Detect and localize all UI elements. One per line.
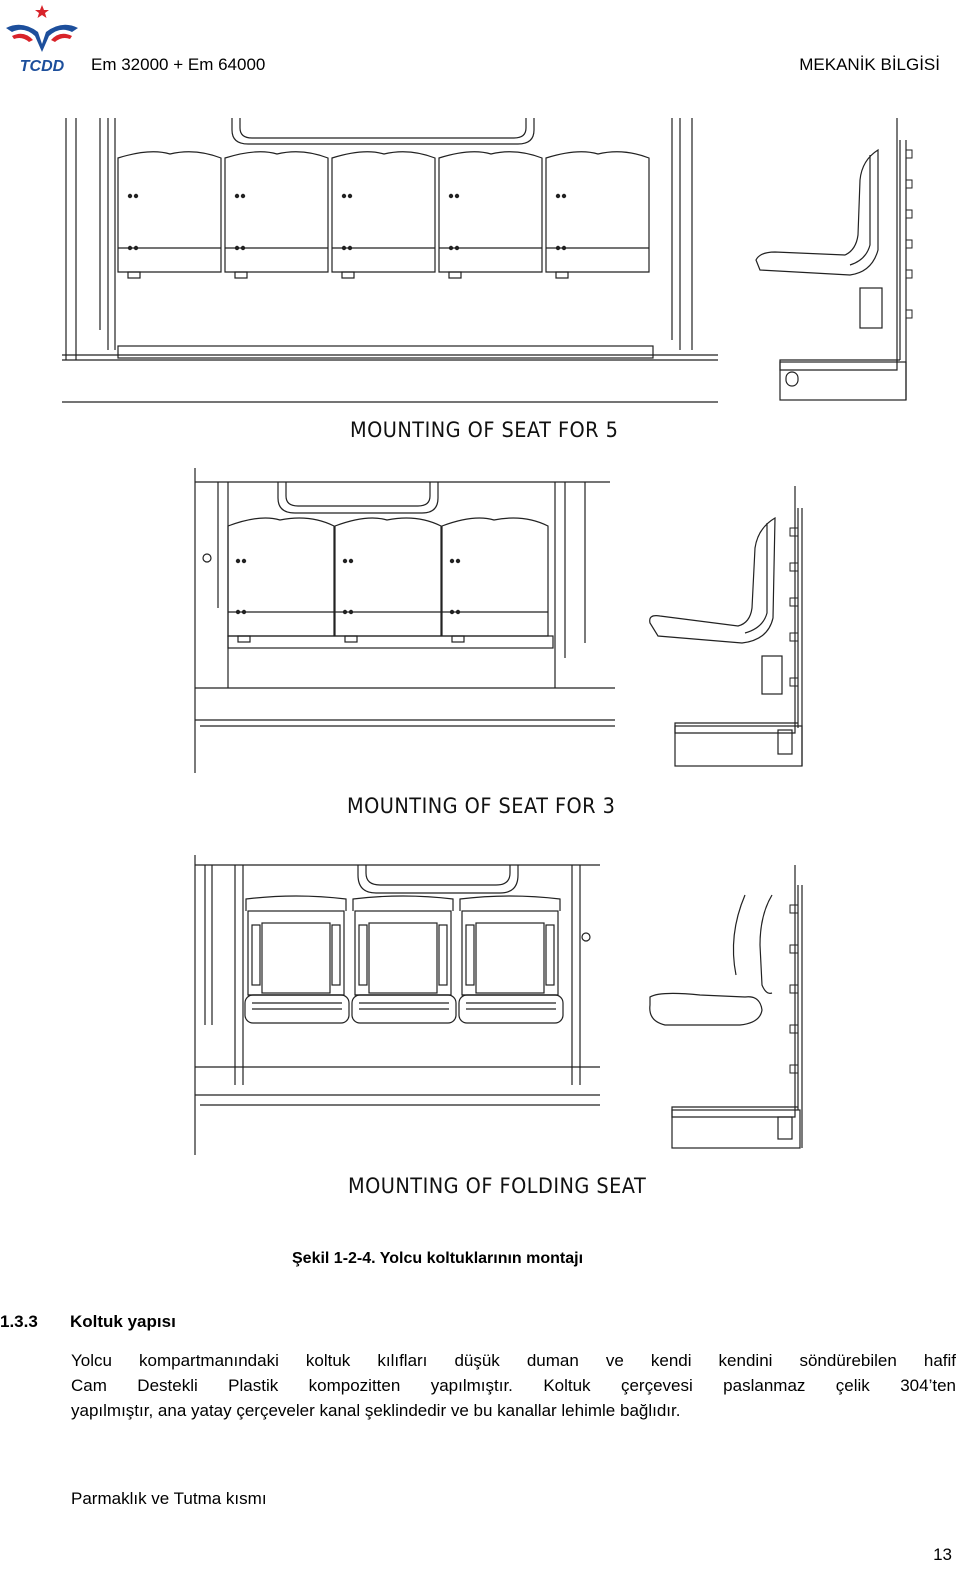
paragraph-line: Yolcu kompartmanındaki koltuk kılıfları … <box>71 1351 956 1370</box>
section-heading: 1.3.3 Koltuk yapısı <box>0 1312 176 1332</box>
drawing-seat-for-5 <box>62 118 913 403</box>
drawing-seat-for-3 <box>194 468 803 773</box>
section-paragraph: Yolcu kompartmanındaki koltuk kılıfları … <box>71 1348 956 1423</box>
page-number: 13 <box>933 1545 952 1564</box>
section-number: 1.3.3 <box>0 1312 38 1331</box>
tcdd-logo: TCDD <box>6 5 78 74</box>
section-heading-text: Koltuk yapısı <box>70 1312 176 1331</box>
section-title: MEKANİK BİLGİSİ <box>799 55 940 74</box>
figure-caption: Şekil 1-2-4. Yolcu koltuklarının montajı <box>292 1250 584 1267</box>
document-title: Em 32000 + Em 64000 <box>91 55 266 74</box>
drawing-caption-folding-seat: MOUNTING OF FOLDING SEAT <box>348 1174 647 1198</box>
paragraph-line: Cam Destekli Plastik kompozitten yapılmı… <box>71 1376 956 1395</box>
drawing-caption-seat-for-3: MOUNTING OF SEAT FOR 3 <box>347 794 616 818</box>
subheading: Parmaklık ve Tutma kısmı <box>71 1489 267 1508</box>
paragraph-line: yapılmıştır, ana yatay çerçeveler kanal … <box>71 1401 681 1420</box>
drawing-caption-seat-for-5: MOUNTING OF SEAT FOR 5 <box>350 418 619 442</box>
drawing-folding-seat <box>194 855 803 1155</box>
logo-text: TCDD <box>20 58 65 74</box>
